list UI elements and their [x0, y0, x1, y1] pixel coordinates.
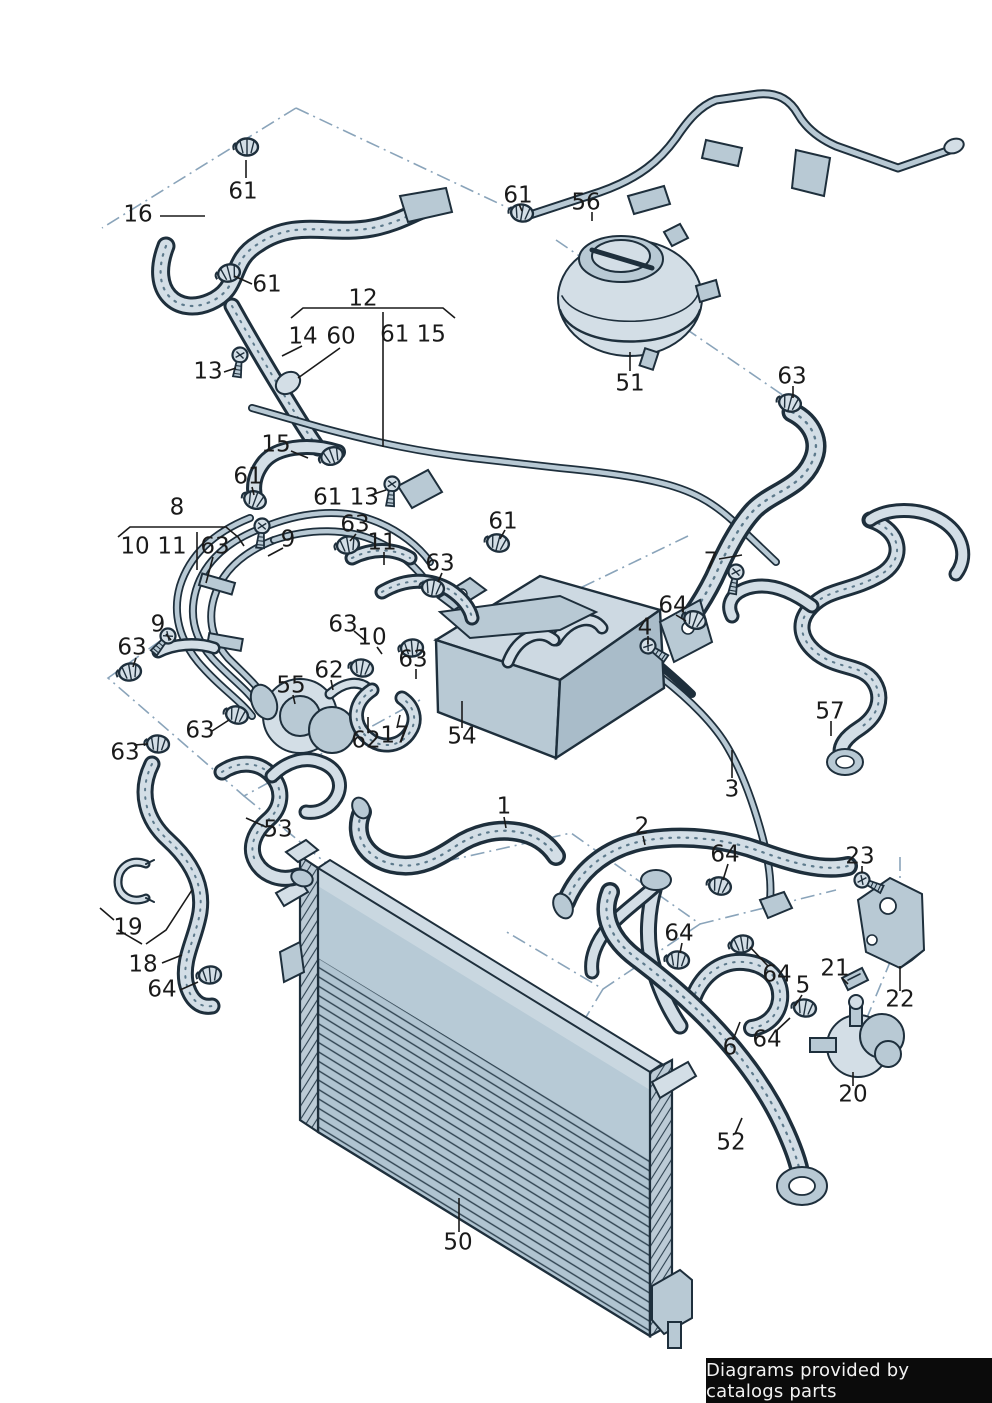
- radiator: [274, 838, 698, 1349]
- radiator-right-stub: [650, 1060, 698, 1100]
- bracket-22: [856, 876, 926, 970]
- coupling-60: [274, 370, 302, 396]
- hose-14: [223, 297, 327, 457]
- coolant-pipe-12: [248, 404, 780, 566]
- hose-16: [151, 186, 454, 316]
- hose-16-end-fitting: [398, 186, 454, 224]
- hoses-11-63: [344, 543, 480, 626]
- hose-52: [596, 882, 828, 1206]
- aux-water-pump-20: [809, 994, 905, 1078]
- hose-17: [349, 682, 422, 753]
- hose-53: [213, 752, 347, 888]
- expansion-tank-51: [557, 222, 722, 371]
- clip-21: [840, 966, 870, 992]
- hose-6: [683, 952, 790, 1037]
- hose-1: [348, 796, 566, 876]
- hose-2: [552, 827, 858, 920]
- heater-pipes-8-10-11: [151, 509, 599, 720]
- retaining-clip-19: [113, 857, 155, 905]
- thermostat-housing-55: [249, 677, 374, 754]
- footer-caption-text: Diagrams provided by catalogs parts: [706, 1359, 910, 1402]
- radiator-filler-stub: [284, 838, 320, 864]
- pipe-support-bracket: [437, 594, 599, 640]
- radiator-foot: [651, 1268, 693, 1336]
- footer-caption-bar: Diagrams provided by catalogs parts: [706, 1358, 992, 1403]
- hose-15: [246, 370, 346, 509]
- leader-lines: [99, 160, 901, 1232]
- pipe-bracket: [396, 468, 444, 510]
- hose-57: [722, 503, 971, 776]
- hose-18: [136, 755, 221, 1015]
- coolant-pipe-56: [525, 89, 965, 220]
- tank-outlet: [694, 278, 722, 304]
